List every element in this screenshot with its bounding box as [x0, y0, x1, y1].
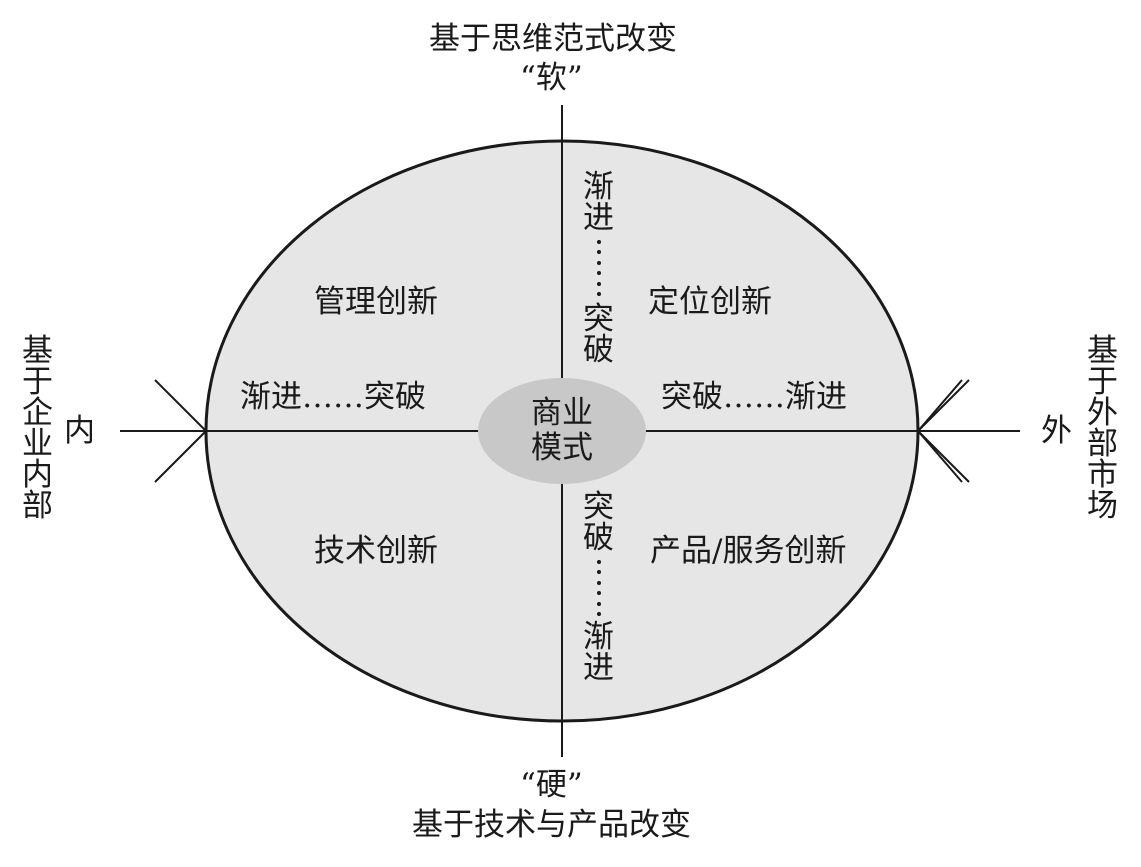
- right-vertical-char: 于: [1087, 364, 1118, 400]
- scale-char: 破: [583, 332, 614, 368]
- left-vertical-char: 基: [22, 333, 53, 369]
- quadrant-bottom-right: 产品/服务创新: [650, 533, 847, 569]
- top-scale-end: 突 破: [583, 304, 614, 366]
- left-vertical-char: 于: [22, 364, 53, 400]
- scale-char: 渐: [583, 619, 614, 655]
- scale-char: 突: [583, 489, 614, 525]
- bottom-label-line1: “硬”: [520, 767, 583, 803]
- scale-char: 突: [583, 301, 614, 337]
- left-vertical-char: 企: [22, 395, 53, 431]
- top-scale-dots: [597, 240, 601, 296]
- right-arrow-lower-2: [917, 430, 963, 483]
- top-label-line1: 基于思维范式改变: [429, 21, 677, 57]
- left-arrow-lower: [154, 430, 207, 483]
- left-vertical-char: 业: [22, 426, 53, 462]
- right-vertical-char: 外: [1087, 395, 1118, 431]
- scale-char: 进: [583, 650, 614, 686]
- scale-char: 渐: [583, 169, 614, 205]
- right-axis-label: 外: [1041, 413, 1072, 449]
- quadrant-top-right: 定位创新: [648, 284, 772, 320]
- center-ellipse: [478, 378, 646, 484]
- right-arrow-upper-2: [917, 379, 963, 432]
- bottom-scale-dots: [597, 560, 601, 616]
- scale-char: 破: [583, 520, 614, 556]
- left-arrow-upper: [154, 379, 207, 432]
- left-axis-label: 内: [64, 413, 95, 449]
- right-vertical-char: 基: [1087, 333, 1118, 369]
- top-label-line2: “软”: [520, 60, 583, 96]
- center-label-line2: 模式: [531, 430, 593, 466]
- scale-char: 进: [583, 200, 614, 236]
- right-vertical-label: 基 于 外 部 市 场: [1087, 336, 1118, 522]
- right-scale-label: 突破……渐进: [661, 379, 847, 415]
- bottom-label-line2: 基于技术与产品改变: [412, 807, 691, 843]
- left-vertical-char: 部: [22, 488, 53, 524]
- right-vertical-char: 场: [1087, 488, 1118, 524]
- top-scale-start: 渐 进: [583, 172, 614, 234]
- bottom-scale-start: 突 破: [583, 492, 614, 554]
- bottom-scale-end: 渐 进: [583, 622, 614, 684]
- quadrant-top-left: 管理创新: [314, 284, 438, 320]
- right-vertical-char: 市: [1087, 457, 1118, 493]
- right-vertical-char: 部: [1087, 426, 1118, 462]
- quadrant-bottom-left: 技术创新: [314, 533, 438, 569]
- left-vertical-char: 内: [22, 457, 53, 493]
- left-scale-label: 渐进……突破: [240, 379, 426, 415]
- center-label-line1: 商业: [531, 395, 593, 431]
- left-vertical-label: 基 于 企 业 内 部: [22, 336, 53, 522]
